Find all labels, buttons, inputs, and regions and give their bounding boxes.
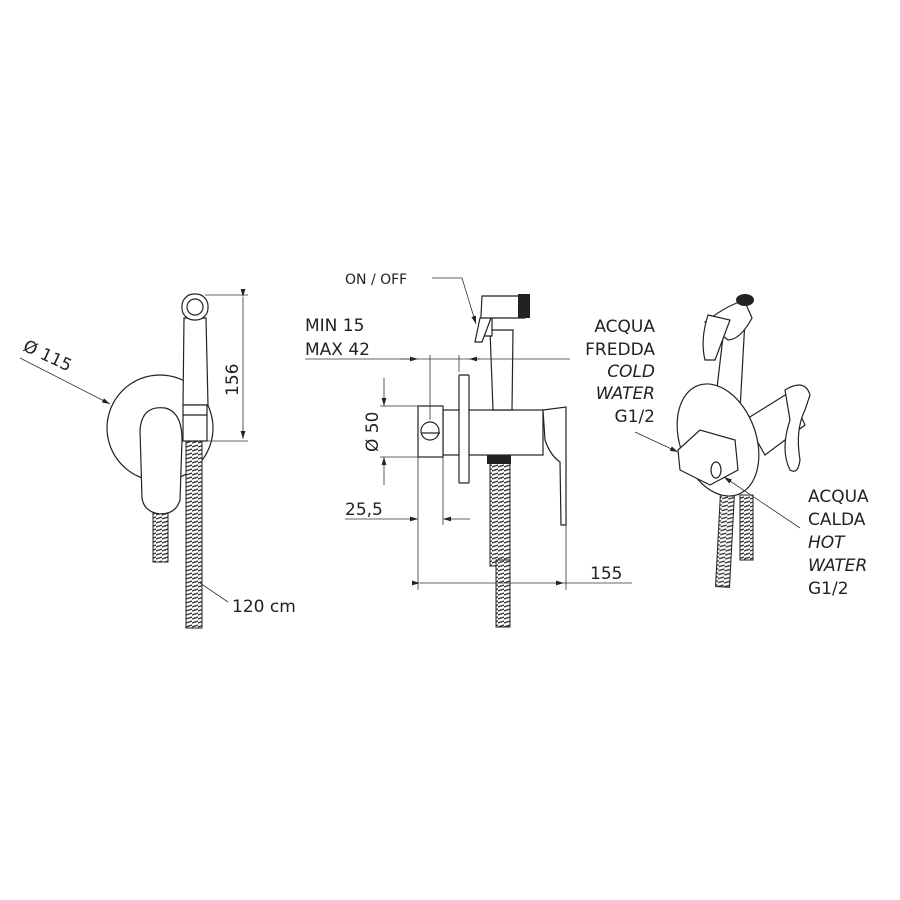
svg-text:WATER: WATER	[808, 556, 867, 576]
svg-text:ACQUA: ACQUA	[594, 317, 655, 337]
svg-text:HOT: HOT	[808, 533, 846, 553]
long-hose	[185, 439, 203, 629]
side-lever	[542, 406, 567, 526]
side-handset-body	[489, 329, 514, 411]
svg-text:CALDA: CALDA	[808, 510, 866, 530]
handset-head	[181, 293, 209, 321]
hose-holder	[182, 404, 208, 442]
on-off-label: ON / OFF	[345, 272, 407, 288]
short-hose	[152, 507, 169, 563]
handset-body	[182, 317, 209, 406]
svg-text:ACQUA: ACQUA	[808, 487, 869, 507]
on-off-trigger	[474, 317, 492, 343]
svg-text:G1/2: G1/2	[808, 579, 849, 599]
svg-text:COLD: COLD	[607, 362, 655, 382]
svg-text:G1/2: G1/2	[614, 407, 655, 427]
mixer-body	[442, 409, 544, 456]
max-depth-label: MAX 42	[305, 340, 370, 360]
front-view	[19, 289, 248, 629]
lever	[139, 407, 183, 515]
length-label: 155	[590, 564, 622, 584]
svg-text:FREDDA: FREDDA	[585, 340, 655, 360]
hose-length-label: 120 cm	[232, 597, 296, 617]
min-depth-label: MIN 15	[305, 316, 364, 336]
offset-label: 25,5	[345, 500, 383, 520]
cold-water-label: ACQUA FREDDA COLD WATER G1/2	[585, 317, 655, 427]
side-hose	[489, 457, 511, 567]
hot-water-label: ACQUA CALDA HOT WATER G1/2	[808, 487, 869, 599]
diameter-label: Ø 115	[20, 336, 75, 376]
iso-view	[634, 294, 811, 588]
side-view	[305, 277, 632, 628]
height-label: 156	[223, 364, 243, 396]
side-wall-plate	[458, 374, 470, 484]
svg-text:WATER: WATER	[596, 384, 655, 404]
body-diameter-label: Ø 50	[363, 412, 383, 452]
